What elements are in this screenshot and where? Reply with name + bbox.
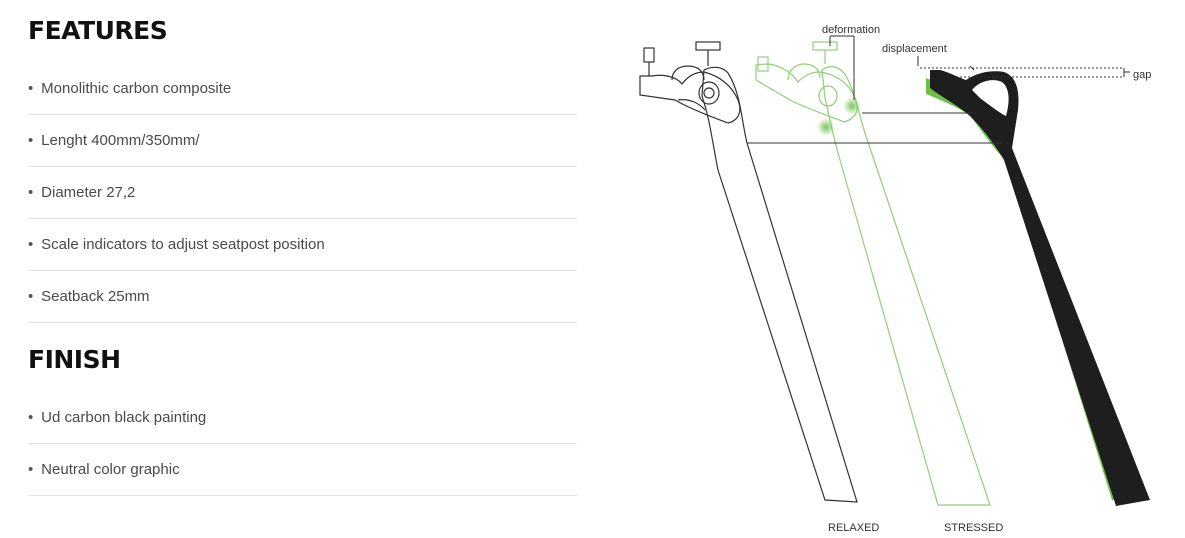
feature-text: Seatback 25mm bbox=[41, 288, 150, 305]
relaxed-bolt-top bbox=[695, 41, 721, 51]
stressed-shaft bbox=[821, 66, 991, 506]
relaxed-seatpost bbox=[639, 41, 858, 503]
list-item: • Monolithic carbon composite bbox=[28, 63, 577, 115]
finish-list: • Ud carbon black painting • Neutral col… bbox=[28, 392, 577, 496]
stressed-head bbox=[755, 63, 858, 123]
list-item: • Ud carbon black painting bbox=[28, 392, 577, 444]
list-item: • Scale indicators to adjust seatpost po… bbox=[28, 219, 577, 271]
label-deformation: deformation bbox=[822, 24, 880, 36]
stressed-bolt-top bbox=[812, 41, 838, 51]
measurement-lines bbox=[747, 35, 1130, 144]
features-title: FEATURES bbox=[28, 16, 168, 45]
relaxed-saddle-cradle bbox=[671, 65, 705, 81]
relaxed-clamp-hole bbox=[698, 81, 720, 105]
stressed-seatpost bbox=[755, 41, 991, 506]
relaxed-bolt-left bbox=[643, 47, 655, 63]
features-list: • Monolithic carbon composite • Lenght 4… bbox=[28, 63, 577, 323]
relaxed-head bbox=[639, 71, 741, 124]
list-item: • Seatback 25mm bbox=[28, 271, 577, 323]
feature-text: Diameter 27,2 bbox=[41, 184, 136, 201]
label-stressed: STRESSED bbox=[944, 522, 1003, 534]
relaxed-shaft bbox=[701, 66, 858, 503]
list-item: • Lenght 400mm/350mm/ bbox=[28, 115, 577, 167]
bullet: • bbox=[28, 184, 34, 201]
bullet: • bbox=[28, 80, 34, 97]
stress-glow-1 bbox=[843, 97, 861, 115]
bullet: • bbox=[28, 132, 34, 149]
finish-text: Ud carbon black painting bbox=[41, 409, 207, 426]
bullet: • bbox=[28, 409, 34, 426]
carbon-window bbox=[972, 80, 1009, 116]
finish-text: Neutral color graphic bbox=[41, 461, 180, 478]
stressed-saddle-cradle bbox=[787, 63, 821, 81]
feature-text: Scale indicators to adjust seatpost posi… bbox=[41, 236, 325, 253]
bullet: • bbox=[28, 236, 34, 253]
feature-text: Monolithic carbon composite bbox=[41, 80, 232, 97]
carbon-body bbox=[930, 70, 1150, 506]
finish-title: FINISH bbox=[28, 345, 121, 374]
bullet: • bbox=[28, 288, 34, 305]
bullet: • bbox=[28, 461, 34, 478]
carbon-seatpost bbox=[926, 70, 1150, 506]
list-item: • Diameter 27,2 bbox=[28, 167, 577, 219]
list-item: • Neutral color graphic bbox=[28, 444, 577, 496]
stressed-clamp-hole bbox=[818, 85, 838, 107]
stressed-bolt-left bbox=[757, 56, 769, 72]
feature-text: Lenght 400mm/350mm/ bbox=[41, 132, 200, 149]
carbon-green-edge bbox=[926, 78, 1118, 500]
label-gap: gap bbox=[1133, 69, 1151, 81]
label-displacement: displacement bbox=[882, 43, 947, 55]
seatpost-deformation-diagram: deformation displacement gap RELAXED STR… bbox=[639, 24, 1151, 534]
label-relaxed: RELAXED bbox=[828, 522, 879, 534]
stress-glow-2 bbox=[817, 118, 835, 136]
